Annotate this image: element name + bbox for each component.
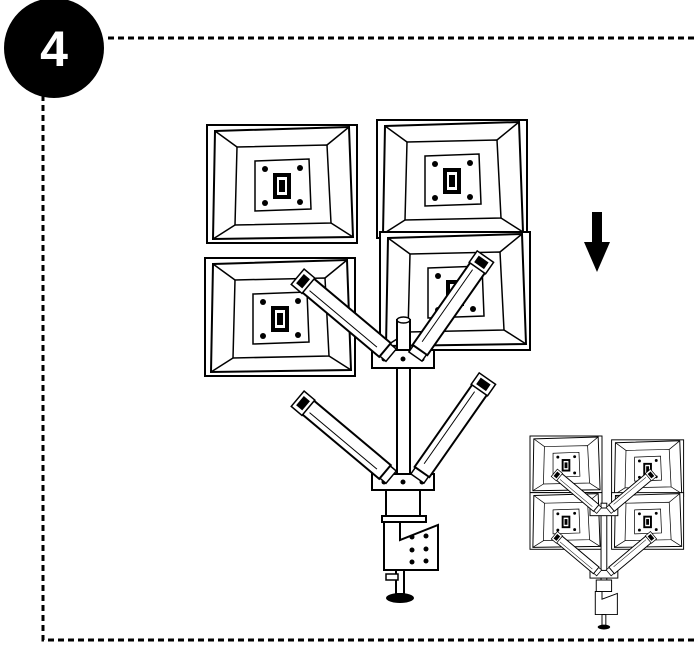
quad-monitor-mount-icon (204, 119, 531, 603)
step-badge: 4 (4, 0, 104, 98)
down-arrow-icon (584, 212, 610, 272)
quad-monitor-mount-preview-icon (529, 435, 685, 630)
dashed-frame (41, 36, 695, 642)
step-number: 4 (40, 21, 68, 77)
